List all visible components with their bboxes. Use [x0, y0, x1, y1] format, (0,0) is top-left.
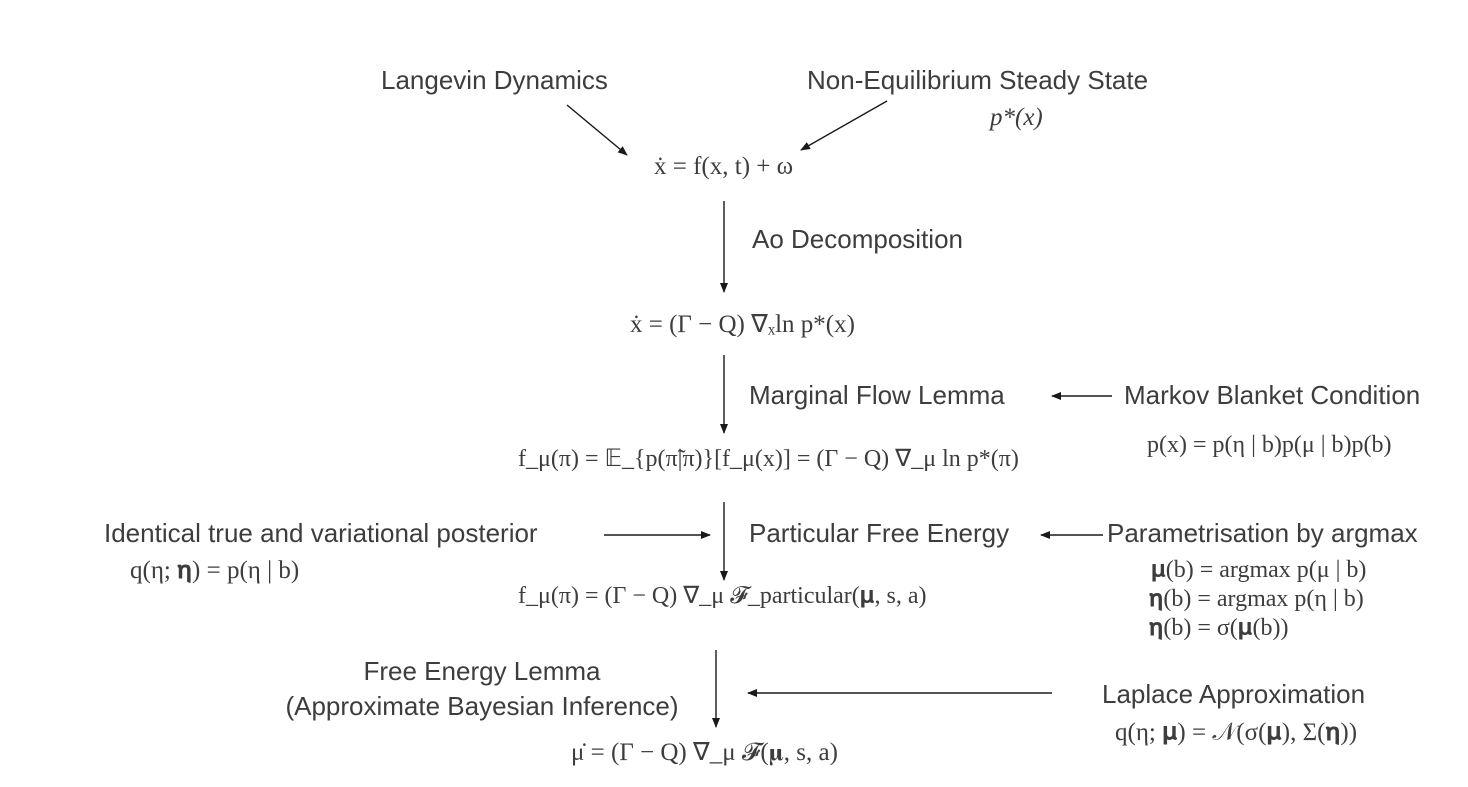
- eq-laplace: q(η; 𝛍) = 𝒩(σ(𝛍), Σ(𝛈)): [1115, 719, 1358, 746]
- eq-ness-p-star: p*(x): [990, 104, 1043, 131]
- label-markov-blanket-condition: Markov Blanket Condition: [1124, 380, 1421, 410]
- arrow-ness-to-eq: [800, 100, 888, 151]
- eq-marginal-flow: f_μ(π) = 𝔼_{p(π̃|π)}[f_μ(x)] = (Γ − Q) ∇…: [518, 446, 1019, 472]
- label-marginal-flow-lemma: Marginal Flow Lemma: [749, 380, 1005, 410]
- eq-identical-posterior: q(η; 𝛈) = p(η | b): [130, 557, 300, 584]
- eq-argmax-eta: 𝛈(b) = argmax p(η | b): [1149, 586, 1364, 612]
- label-ness: Non-Equilibrium Steady State: [807, 65, 1149, 95]
- eq-particular-free-energy: f_μ(π) = (Γ − Q) ∇_μ 𝓕_particular(𝛍, s, …: [518, 583, 927, 609]
- eq-ao-decomposition: ẋ = (Γ − Q) ∇ₓln p*(x): [630, 311, 855, 338]
- label-parametrisation-argmax: Parametrisation by argmax: [1107, 518, 1418, 548]
- label-particular-free-energy: Particular Free Energy: [749, 518, 1010, 548]
- label-langevin-dynamics: Langevin Dynamics: [381, 65, 608, 95]
- eq-markov-blanket: p(x) = p(η | b)p(μ | b)p(b): [1147, 432, 1392, 458]
- eq-free-energy-flow: μ̇ = (Γ − Q) ∇_μ 𝓕(𝛍, s, a): [571, 739, 838, 766]
- label-approx-bayesian-inference: (Approximate Bayesian Inference): [285, 691, 679, 721]
- label-identical-posterior: Identical true and variational posterior: [104, 518, 538, 548]
- label-free-energy-lemma: Free Energy Lemma: [363, 656, 601, 686]
- eq-argmax-mu: 𝛍(b) = argmax p(μ | b): [1151, 557, 1367, 583]
- label-ao-decomposition: Ao Decomposition: [752, 224, 963, 254]
- label-laplace-approximation: Laplace Approximation: [1102, 679, 1366, 709]
- eq-langevin: ẋ = f(x, t) + ω: [654, 153, 794, 180]
- eq-eta-sigma-mu: 𝛈(b) = σ(𝛍(b)): [1149, 615, 1289, 641]
- arrow-langevin-to-eq: [566, 104, 628, 156]
